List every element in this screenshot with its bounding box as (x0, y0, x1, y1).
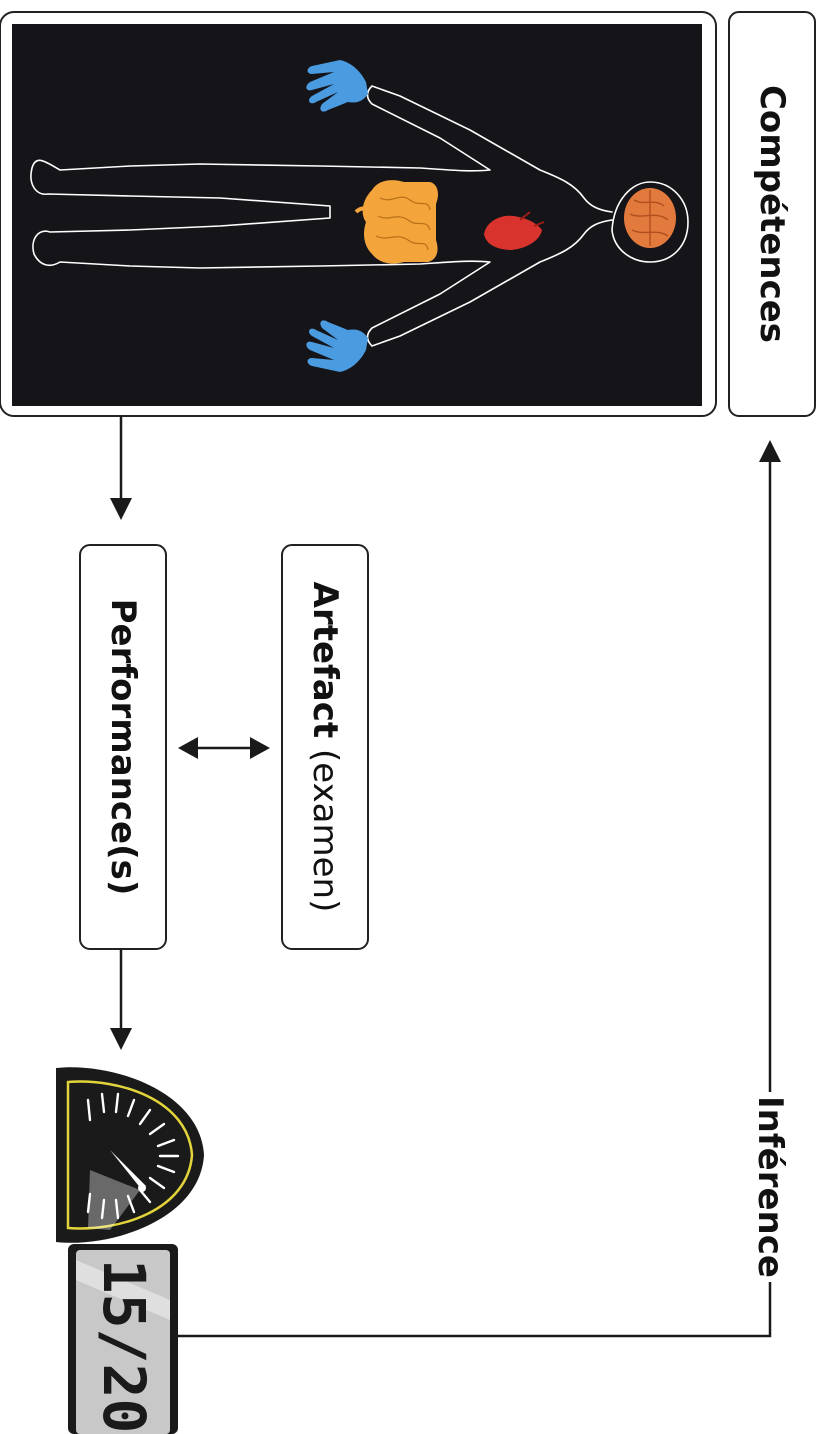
arrow-performance-to-gauge (110, 949, 132, 1050)
score-value: 15/20 (90, 1259, 158, 1434)
heart-icon (484, 211, 545, 250)
artefact-label: Artefact (examen) (305, 582, 345, 913)
body-illustration-panel (0, 11, 717, 417)
artefact-label-bold: Artefact (305, 582, 345, 739)
competences-label: Compétences (752, 85, 792, 343)
inference-label: Inférence (750, 1096, 790, 1278)
brain-icon (624, 188, 676, 248)
artefact-label-rest: (examen) (305, 738, 345, 912)
gauge-rim (66, 1080, 194, 1230)
human-body-organs-icon (30, 60, 689, 372)
double-arrow-performance-artefact (178, 737, 270, 759)
arrow-body-to-performance (110, 416, 132, 520)
performance-box: Performance(s) (79, 544, 167, 950)
hand-top-icon (306, 60, 368, 112)
speedometer-gauge-icon: 15/20 (56, 1067, 204, 1434)
hand-bottom-icon (306, 320, 368, 372)
artefact-box: Artefact (examen) (281, 544, 369, 950)
gauge-needle (110, 1150, 146, 1190)
intestines-icon (354, 180, 438, 264)
gauge-ticks (86, 1092, 180, 1220)
competences-box: Compétences (728, 11, 816, 417)
inference-arrow: Inférence (178, 440, 790, 1338)
performance-label: Performance(s) (103, 599, 143, 896)
